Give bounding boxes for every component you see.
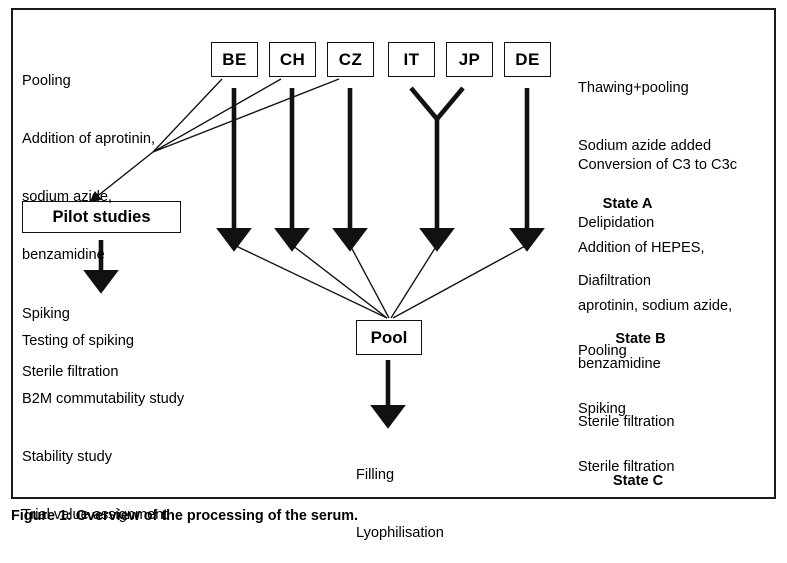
left-top-line-1: Pooling	[22, 72, 71, 89]
right-c-line-1: Addition of HEPES,	[578, 239, 705, 256]
node-country-jp[interactable]: JP	[446, 42, 493, 77]
node-country-cz[interactable]: CZ	[327, 42, 374, 77]
node-pilot-studies[interactable]: Pilot studies	[22, 201, 181, 233]
left-bottom-line-1: Testing of spiking	[22, 332, 134, 349]
right-a-line-2: Sodium azide added	[578, 138, 712, 155]
right-b-line-2: Delipidation	[578, 215, 655, 232]
final-line-1: Filling	[356, 466, 395, 483]
left-bottom-line-3: Stability study	[22, 449, 113, 466]
left-bottom-line-4: Trial value assignment	[22, 507, 168, 524]
figure-caption: Figure 1: Overview of the processing of …	[11, 508, 359, 524]
right-b-line-3: Diafiltration	[578, 273, 651, 290]
left-top-line-2: Addition of aprotinin,	[22, 131, 156, 148]
right-group-d: Pooling Spiking Sterile filtration	[578, 303, 675, 497]
node-country-it[interactable]: IT	[388, 42, 435, 77]
state-b-label: State B	[615, 331, 666, 348]
right-group-c: Addition of HEPES, aprotinin, sodium azi…	[578, 200, 732, 511]
final-line-2: Lyophilisation	[356, 525, 444, 542]
right-group-a: Thawing+pooling Sodium azide added State…	[578, 40, 711, 234]
right-d-line-2: Spiking	[578, 401, 626, 418]
node-pool[interactable]: Pool	[356, 320, 422, 355]
right-c-line-4: Sterile filtration	[578, 414, 675, 431]
right-d-line-1: Pooling	[578, 342, 627, 359]
right-d-line-3: Sterile filtration	[578, 459, 675, 476]
left-bottom-line-2: B2M commutability study	[22, 391, 185, 408]
left-top-line-3: sodium azide,	[22, 189, 113, 206]
right-c-line-2: aprotinin, sodium azide,	[578, 298, 733, 315]
left-top-steps: Pooling Addition of aprotinin, sodium az…	[22, 33, 155, 402]
right-b-line-1: Conversion of C3 to C3c	[578, 156, 737, 173]
left-bottom-outputs: Testing of spiking B2M commutability stu…	[22, 293, 184, 545]
left-top-line-5: Spiking	[22, 305, 70, 322]
left-top-line-4: benzamidine	[22, 247, 105, 264]
state-a-label: State A	[602, 196, 653, 213]
node-country-de[interactable]: DE	[504, 42, 551, 77]
state-c-label: State C	[612, 472, 664, 489]
node-country-ch[interactable]: CH	[269, 42, 316, 77]
right-group-b: Conversion of C3 to C3c Delipidation Dia…	[578, 117, 737, 369]
right-a-line-1: Thawing+pooling	[578, 79, 689, 96]
node-country-be[interactable]: BE	[211, 42, 258, 77]
final-steps: Filling Lyophilisation	[356, 427, 444, 563]
right-c-line-3: benzamidine	[578, 356, 661, 373]
left-top-line-6: Sterile filtration	[22, 363, 119, 380]
